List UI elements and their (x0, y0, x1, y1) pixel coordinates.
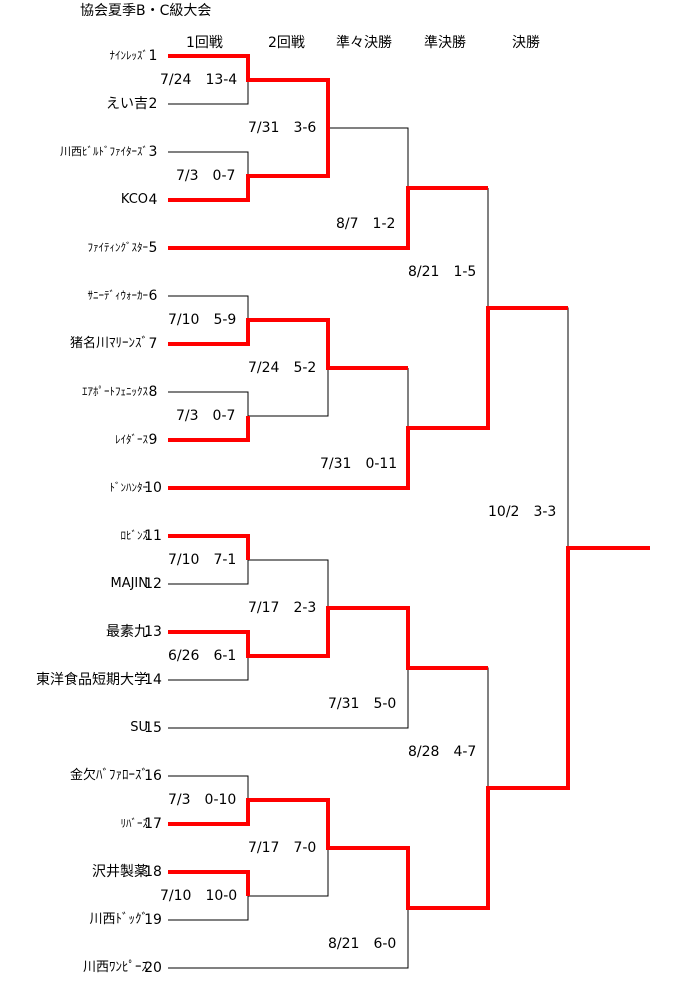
match-result: 7/10 7-1 (168, 552, 237, 568)
team-seed: 13 (144, 624, 162, 640)
bracket-line (168, 775, 249, 800)
team-seed: 1 (148, 48, 158, 64)
team-name: ﾄﾞﾝﾊﾝﾀｰ (109, 481, 149, 494)
team-name: 金欠ﾊﾞﾌｧﾛｰｽﾞ (69, 768, 148, 783)
winner-line (168, 546, 650, 910)
match-result: 8/28 4-7 (408, 744, 477, 760)
winner-line (168, 606, 488, 670)
team-seed: 17 (144, 816, 162, 832)
winner-line (168, 534, 250, 560)
bracket-line (168, 80, 249, 105)
bracket-lines (168, 80, 569, 969)
team-name: ﾌｧｲﾃｨﾝｸﾞｽﾀｰ (87, 241, 149, 254)
team-name: 川西ﾜﾝﾋﾟｰｽ (82, 960, 148, 975)
bracket-line (487, 188, 569, 548)
team-name: 東洋食品短期大学 (36, 672, 148, 688)
match-result: 7/31 5-0 (328, 696, 397, 712)
tournament-title: 協会夏季B・C級大会 (80, 3, 212, 19)
winner-line (168, 318, 408, 370)
team-seed: 20 (144, 960, 162, 976)
bracket-line (327, 80, 409, 188)
winner-lines (168, 54, 650, 910)
match-result: 7/31 0-11 (320, 456, 398, 472)
match-result: 7/31 3-6 (248, 120, 317, 136)
match-result: 10/2 3-3 (488, 504, 557, 520)
winner-line (168, 416, 250, 442)
team-name: KCO (120, 192, 148, 207)
round-label-1: 1回戦 (186, 35, 223, 51)
team-seed: 18 (144, 864, 162, 880)
match-result: 7/24 13-4 (160, 72, 238, 88)
team-name: ﾅｲﾝﾚｯｽﾞ (109, 49, 149, 62)
team-name: えい吉 (106, 96, 148, 112)
match-result: 7/24 5-2 (248, 360, 317, 376)
team-name: 川西ﾄﾞｯｸﾞ (89, 912, 148, 927)
team-name: 沢井製薬 (92, 864, 148, 880)
match-result: 7/10 10-0 (160, 888, 238, 904)
match-result: 7/3 0-10 (168, 792, 237, 808)
team-seed: 2 (148, 96, 158, 112)
team-seed: 9 (148, 432, 158, 448)
match-result: 7/17 2-3 (248, 600, 317, 616)
team-seed: 4 (148, 192, 158, 208)
bracket-line (168, 908, 409, 969)
winner-line (168, 870, 250, 896)
round-label-2: 2回戦 (268, 35, 305, 51)
winner-line (168, 186, 488, 250)
team-seed: 8 (148, 384, 158, 400)
match-result: 8/21 1-5 (408, 264, 477, 280)
team-name: MAJIN (110, 576, 148, 591)
team-name: 川西ﾋﾞﾙﾄﾞﾌｧｲﾀｰｽﾞ (60, 145, 148, 158)
team-name: SU (130, 720, 148, 735)
match-result: 8/7 1-2 (336, 216, 396, 232)
match-result: 7/3 0-7 (176, 408, 236, 424)
team-seed: 10 (144, 480, 162, 496)
team-seed: 12 (144, 576, 162, 592)
round-label-semifinal: 準決勝 (424, 35, 466, 51)
team-seed: 5 (148, 240, 158, 256)
team-name: ﾛﾋﾞﾝｽ (120, 529, 149, 542)
team-seed: 11 (144, 528, 162, 544)
round-label-quarterfinal: 準々決勝 (336, 35, 392, 51)
team-name: 猪名川ﾏﾘｰﾝｽﾞ (69, 336, 148, 351)
winner-line (168, 306, 568, 490)
bracket-line (168, 151, 249, 176)
team-name: ﾘﾊﾞｰｽ (120, 817, 149, 830)
match-result: 6/26 6-1 (168, 648, 237, 664)
team-seed: 15 (144, 720, 162, 736)
team-seed: 14 (144, 672, 162, 688)
round-label-final: 決勝 (512, 35, 540, 51)
match-result: 7/17 7-0 (248, 840, 317, 856)
team-name: 最素九 (106, 624, 148, 640)
team-name: ﾚｲﾀﾞｰｽ (115, 433, 148, 446)
team-seed: 16 (144, 768, 162, 784)
match-result: 7/10 5-9 (168, 312, 237, 328)
team-name: ｻﾆｰﾃﾞｨｳｫｰｶｰ (87, 289, 149, 302)
match-result: 7/3 0-7 (176, 168, 236, 184)
team-seed: 7 (148, 336, 158, 352)
team-name: ｴｱﾎﾟｰﾄﾌｪﾆｯｸｽ (82, 385, 148, 398)
team-seed: 3 (148, 144, 158, 160)
team-seed: 19 (144, 912, 162, 928)
match-result: 8/21 6-0 (328, 936, 397, 952)
bracket-line (168, 656, 249, 681)
bracket-line (168, 667, 489, 788)
winner-line (168, 54, 330, 128)
winner-line (168, 128, 330, 202)
bracket-line (168, 295, 249, 320)
team-seed: 6 (148, 288, 158, 304)
